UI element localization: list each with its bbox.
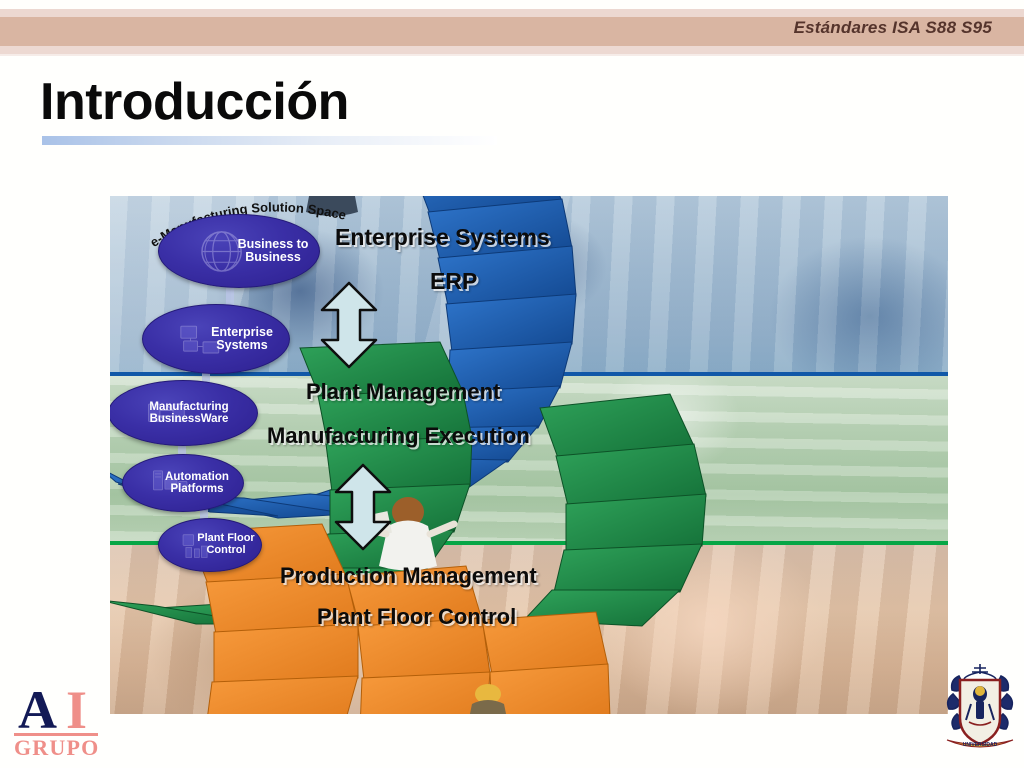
node-label-line2: Control [206, 544, 246, 556]
header-band-pale [0, 9, 1024, 17]
node-label-line1: Enterprise [211, 324, 273, 339]
title-underline-rule [42, 136, 497, 145]
tier-label-plant-management: Plant Management [306, 379, 501, 404]
connector-3 [178, 442, 186, 458]
node-label-line2: Business [245, 250, 301, 264]
university-seal: UNIVERSIDAD [946, 664, 1014, 748]
node-label-line2: Platforms [170, 483, 224, 495]
header-band-top [0, 0, 1024, 9]
node-automation-platforms[interactable]: Automation Platforms [122, 454, 244, 512]
exchange-icon [147, 403, 185, 423]
slide-header: Estándares ISA S88 S95 [0, 0, 1024, 56]
logo-ai-grupo: A I GRUPO [12, 680, 112, 760]
logo-letter-i: I [66, 680, 88, 740]
page-title: Introducción [40, 73, 349, 131]
logo-wordmark: GRUPO [14, 735, 100, 760]
node-label-line1: Automation [165, 470, 229, 483]
server-icon [180, 325, 219, 354]
node-plant-floor-control[interactable]: Plant Floor Control [158, 518, 262, 572]
node-label-line2: BusinessWare [149, 413, 229, 425]
tier-label-production-management: Production Management [280, 563, 537, 588]
tier-label-plant-floor-control: Plant Floor Control [317, 604, 517, 629]
node-label-line2: Systems [216, 338, 268, 352]
arrow-plant-production [334, 463, 392, 551]
tier-label-enterprise-systems: Enterprise Systems [335, 224, 550, 250]
connector-4 [200, 508, 208, 522]
diagram-figure: e-Manufacturing Solution Space Business … [110, 196, 948, 714]
logo-letter-a: A [18, 680, 57, 740]
tier-label-manufacturing-execution: Manufacturing Execution [267, 423, 530, 448]
arrow-enterprise-plant [320, 281, 378, 369]
header-title: Estándares ISA S88 S95 [793, 18, 992, 37]
header-band-lower [0, 46, 1024, 54]
globe-icon [201, 230, 242, 272]
header-band-main [0, 17, 1024, 46]
header-band-edge [0, 54, 1024, 56]
connector-2 [202, 368, 210, 386]
node-business-to-business[interactable]: Business to Business [158, 214, 320, 288]
svg-text:UNIVERSIDAD: UNIVERSIDAD [963, 742, 998, 748]
node-label-line1: Manufacturing [149, 400, 229, 413]
tier-label-erp: ERP [430, 268, 478, 294]
node-manufacturing-businessware[interactable]: Manufacturing BusinessWare [110, 380, 258, 446]
connector-1 [226, 282, 234, 308]
divider-plant-production [110, 541, 948, 545]
node-enterprise-systems[interactable]: Enterprise Systems [142, 304, 290, 374]
node-label-line1: Business to [237, 236, 309, 251]
logo-rule [14, 733, 98, 736]
